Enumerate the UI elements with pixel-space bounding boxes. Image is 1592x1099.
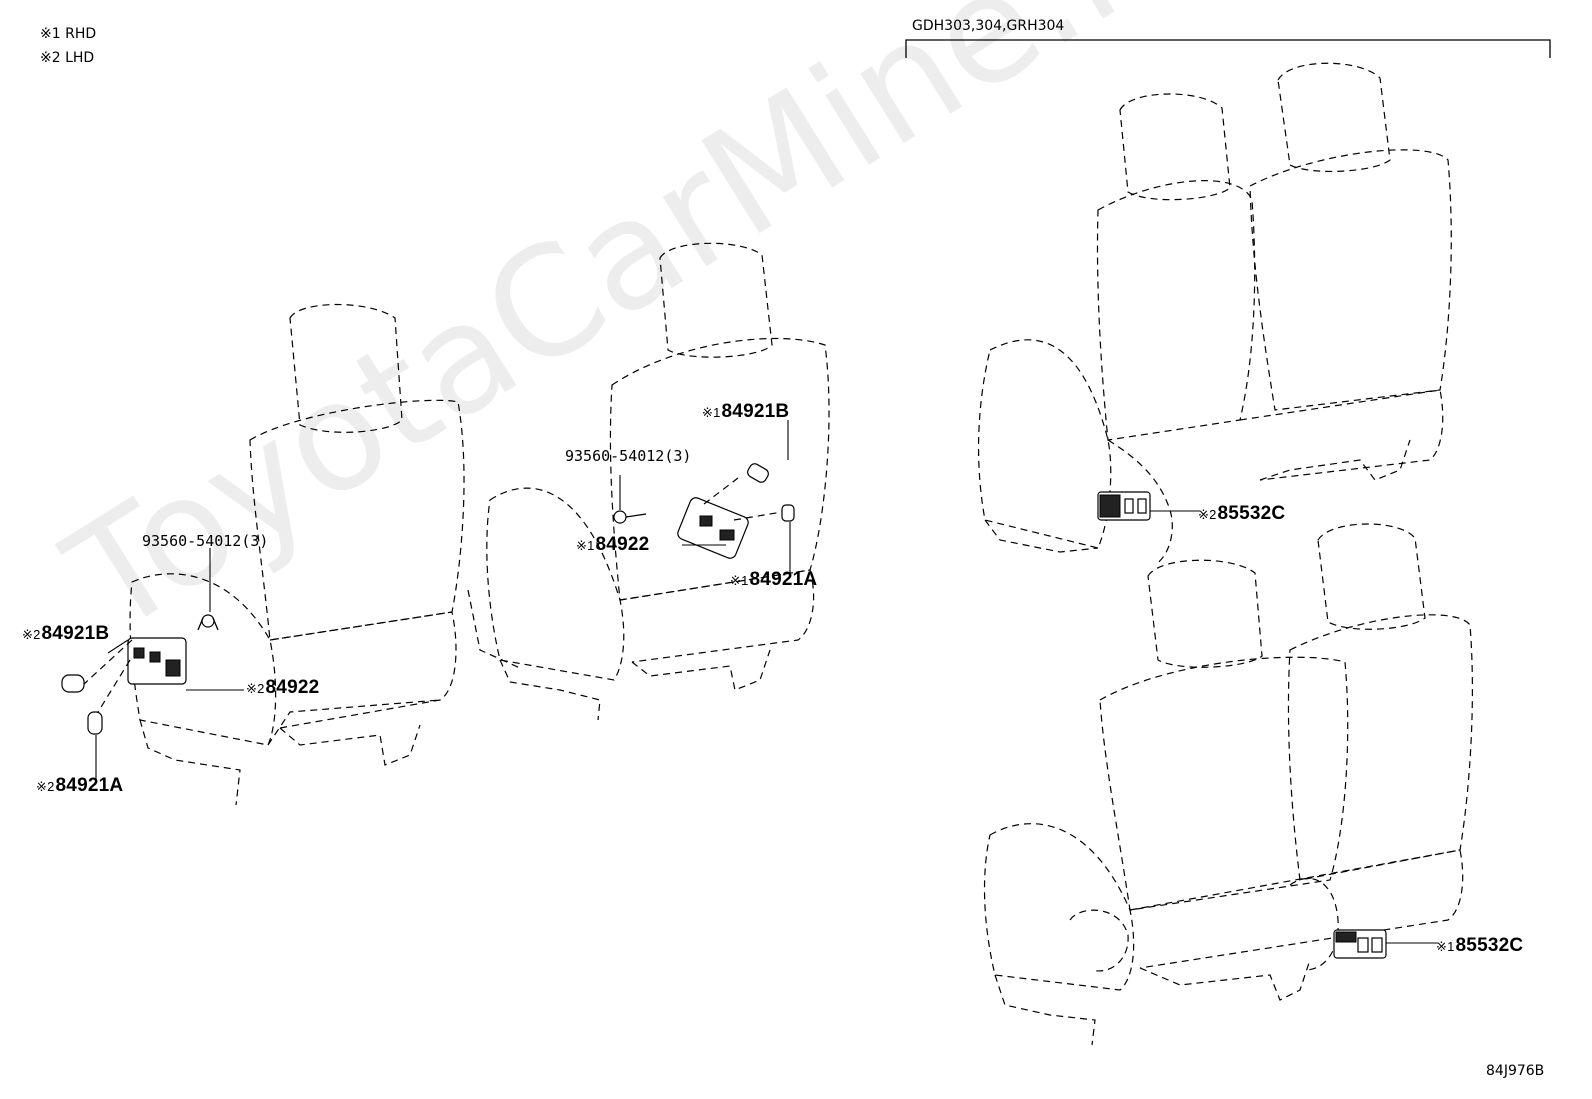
callout-mid-bolt[interactable]: 93560-54012(3) bbox=[565, 447, 692, 465]
model-range-label: GDH303,304,GRH304 bbox=[912, 18, 1065, 34]
callout-mid-84922[interactable]: ※184922 bbox=[576, 534, 650, 555]
callout-mid-84921A[interactable]: ※184921A bbox=[730, 569, 818, 590]
top-right-seat-illustration bbox=[977, 62, 1452, 566]
bottom-right-seat-illustration bbox=[983, 523, 1473, 1046]
callout-left-bolt[interactable]: 93560-54012(3) bbox=[142, 532, 269, 550]
mid-84921A-cover bbox=[781, 504, 795, 522]
left-seat-hardware bbox=[61, 548, 244, 782]
model-range-bracket bbox=[905, 39, 1551, 58]
bottom-85532C-switch bbox=[1333, 929, 1438, 959]
note-lhd: ※2 LHD bbox=[40, 50, 95, 66]
callout-left-84922[interactable]: ※284922 bbox=[246, 677, 320, 698]
mid-84921B-cover bbox=[747, 463, 769, 483]
diagram-code: 84J976B bbox=[1486, 1063, 1545, 1079]
middle-seat-illustration bbox=[467, 242, 830, 721]
middle-seat-hardware bbox=[613, 420, 795, 573]
left-seat-illustration bbox=[129, 303, 465, 806]
left-bolt bbox=[201, 614, 215, 628]
mid-bolt bbox=[613, 510, 627, 524]
mid-84922-bracket bbox=[677, 497, 749, 559]
callout-left-84921A[interactable]: ※284921A bbox=[36, 775, 124, 796]
callout-left-84921B[interactable]: ※284921B bbox=[22, 623, 110, 644]
left-84921B-cover bbox=[61, 674, 85, 693]
callout-top-85532C[interactable]: ※285532C bbox=[1198, 503, 1286, 524]
callout-mid-84921B[interactable]: ※184921B bbox=[702, 401, 790, 422]
callout-bottom-85532C[interactable]: ※185532C bbox=[1436, 935, 1524, 956]
left-84921A-cover bbox=[87, 711, 103, 735]
note-rhd: ※1 RHD bbox=[40, 26, 97, 42]
top-85532C-switch bbox=[1097, 491, 1200, 521]
